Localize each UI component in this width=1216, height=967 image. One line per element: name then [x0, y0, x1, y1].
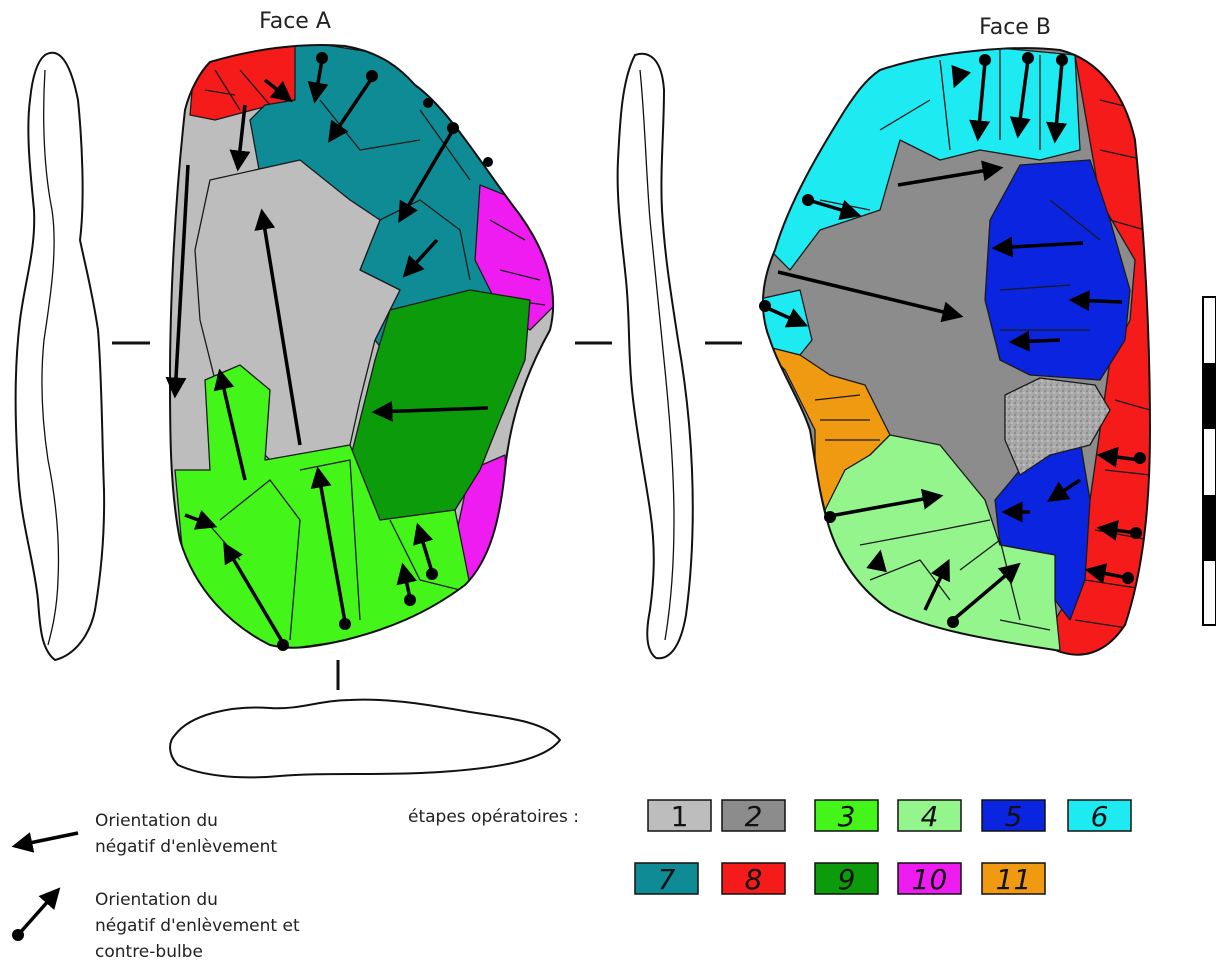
stage-number-4: 4	[921, 800, 939, 833]
face-a-artifact	[165, 43, 555, 651]
stage-color-6	[1067, 799, 1132, 832]
legend-bulb-label-3: contre-bulbe	[95, 942, 203, 962]
stages-title: étapes opératoires :	[408, 807, 579, 827]
stage-swatch-4: 4	[897, 799, 962, 833]
stage-swatch-5: 5	[981, 799, 1046, 833]
stage-color-10	[897, 862, 962, 895]
stage-number-6: 6	[1091, 800, 1109, 833]
stage-color-1	[647, 799, 712, 832]
face-b-title: Face B	[979, 15, 1051, 40]
stage-number-3: 3	[838, 800, 856, 833]
stage-swatch-9: 9	[814, 862, 879, 896]
scale-bar	[1202, 296, 1216, 626]
legend-arrow-label-2: négatif d'enlèvement	[95, 837, 277, 857]
stage-color-4	[897, 799, 962, 832]
legend-bulb-dot-icon	[12, 929, 24, 941]
face-b-artifact	[759, 47, 1152, 656]
legend-bulb-label-2: négatif d'enlèvement et	[95, 916, 300, 936]
stage-legend: 1 2 3 4 5 6 7 8 9 10 11	[634, 799, 1132, 896]
stage-number-7: 7	[658, 863, 676, 896]
cross-section	[169, 698, 561, 779]
stage-color-2	[721, 799, 786, 832]
stage-number-1: 1	[671, 800, 689, 833]
legend-arrow-icon	[11, 831, 79, 853]
stage-swatch-3: 3	[814, 799, 879, 833]
stage-swatch-8: 8	[721, 862, 786, 896]
stage-color-3	[814, 799, 879, 832]
stage-color-8	[721, 862, 786, 895]
legend-bulb-arrow-icon	[16, 887, 61, 937]
stage-color-11	[981, 862, 1046, 895]
legend-arrows: Orientation du négatif d'enlèvement Orie…	[11, 811, 300, 962]
stage-number-11: 11	[996, 863, 1032, 896]
stage-color-7	[634, 862, 699, 895]
stage-swatch-2: 2	[721, 799, 786, 833]
profile-left	[14, 51, 106, 661]
stage-number-5: 5	[1005, 800, 1023, 833]
stage-number-9: 9	[838, 863, 856, 896]
stage-swatch-1: 1	[647, 799, 712, 833]
stage-swatch-10: 10	[897, 862, 962, 896]
stage-swatch-11: 11	[981, 862, 1046, 896]
stage-number-8: 8	[745, 863, 763, 896]
stage-swatch-7: 7	[634, 862, 699, 896]
stage-color-9	[814, 862, 879, 895]
stage-color-5	[981, 799, 1046, 832]
stage-number-2: 2	[745, 800, 763, 833]
profile-middle	[616, 52, 694, 660]
legend-arrow-label-1: Orientation du	[95, 811, 218, 831]
stage-number-10: 10	[912, 863, 948, 896]
legend-bulb-label-1: Orientation du	[95, 890, 218, 910]
stage-swatch-6: 6	[1067, 799, 1132, 833]
face-a-title: Face A	[259, 9, 331, 34]
